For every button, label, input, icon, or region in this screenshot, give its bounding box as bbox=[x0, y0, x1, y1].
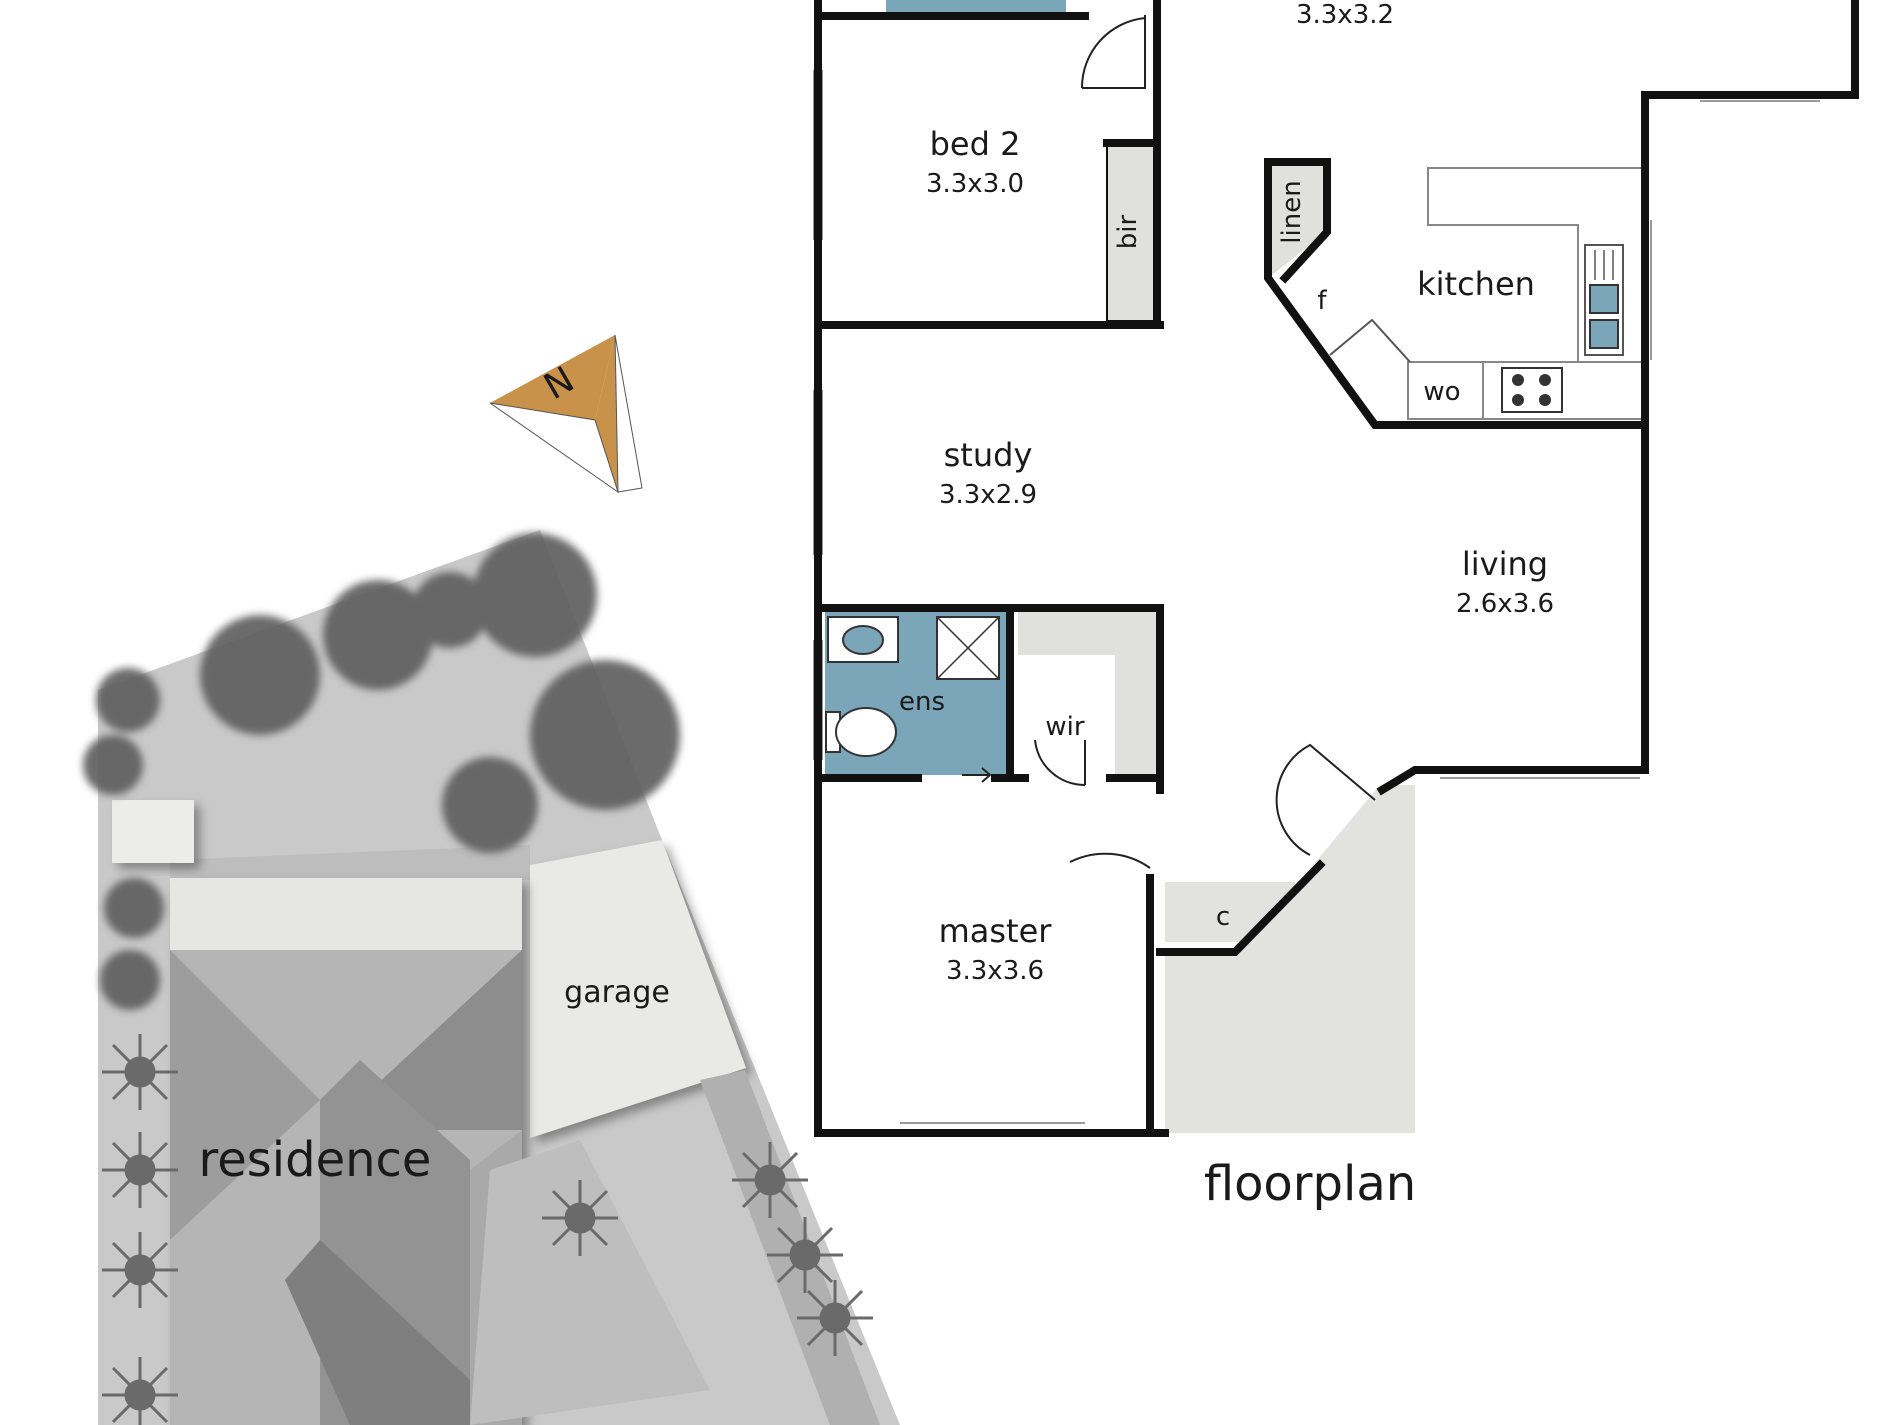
living-label: living bbox=[1462, 545, 1548, 583]
walls bbox=[814, 0, 1859, 1137]
arrow-icon bbox=[962, 767, 992, 783]
garage-slab bbox=[530, 840, 746, 1138]
palm-tree-group bbox=[102, 1034, 873, 1425]
cooktop-icon bbox=[1501, 367, 1563, 413]
tree-canopy-group bbox=[83, 533, 680, 1010]
master-dims: 3.3x3.6 bbox=[946, 956, 1044, 986]
floorplan-title: floorplan bbox=[1204, 1156, 1416, 1212]
doors bbox=[1034, 15, 1376, 869]
fridge-label: f bbox=[1317, 286, 1327, 316]
site-courtyard bbox=[170, 845, 530, 880]
garage-label: garage bbox=[564, 975, 670, 1010]
residence-roof bbox=[170, 878, 522, 1425]
site-shed bbox=[112, 800, 194, 863]
site-plan: residence garage bbox=[83, 530, 900, 1425]
wall-oven-bench bbox=[1407, 361, 1484, 420]
study-dims: 3.3x2.9 bbox=[939, 480, 1037, 510]
basin-icon bbox=[827, 616, 899, 663]
sink-icon bbox=[1584, 244, 1624, 356]
shower-icon bbox=[936, 616, 1000, 680]
bir-label: bir bbox=[1113, 214, 1143, 249]
residence-label: residence bbox=[199, 1132, 432, 1188]
floorplan: 3.3x3.2 bed 2 3.3x3.0 bir linen kitchen … bbox=[813, 0, 1859, 1212]
master-label: master bbox=[939, 912, 1053, 950]
ensuite-label: ens bbox=[899, 687, 945, 717]
north-arrow-icon: N bbox=[489, 334, 643, 494]
toilet-icon bbox=[825, 707, 897, 757]
bathroom-top-fill bbox=[886, 0, 1066, 12]
living-dims: 2.6x3.6 bbox=[1456, 589, 1554, 619]
porch-fill bbox=[1165, 785, 1415, 1133]
top-room-dims: 3.3x3.2 bbox=[1296, 0, 1394, 30]
wir-label: wir bbox=[1045, 712, 1084, 742]
linen-label: linen bbox=[1277, 180, 1307, 243]
wir-fill bbox=[1018, 612, 1160, 775]
kitchen-label: kitchen bbox=[1417, 265, 1535, 303]
cupboard-label: c bbox=[1216, 902, 1230, 932]
linen-fill bbox=[1268, 162, 1327, 278]
study-label: study bbox=[944, 436, 1033, 474]
bed2-label: bed 2 bbox=[930, 125, 1021, 163]
bed2-dims: 3.3x3.0 bbox=[926, 169, 1024, 199]
fridge-outline bbox=[1329, 318, 1411, 363]
wall-oven-label: wo bbox=[1423, 377, 1460, 407]
site-driveway bbox=[470, 1140, 710, 1425]
